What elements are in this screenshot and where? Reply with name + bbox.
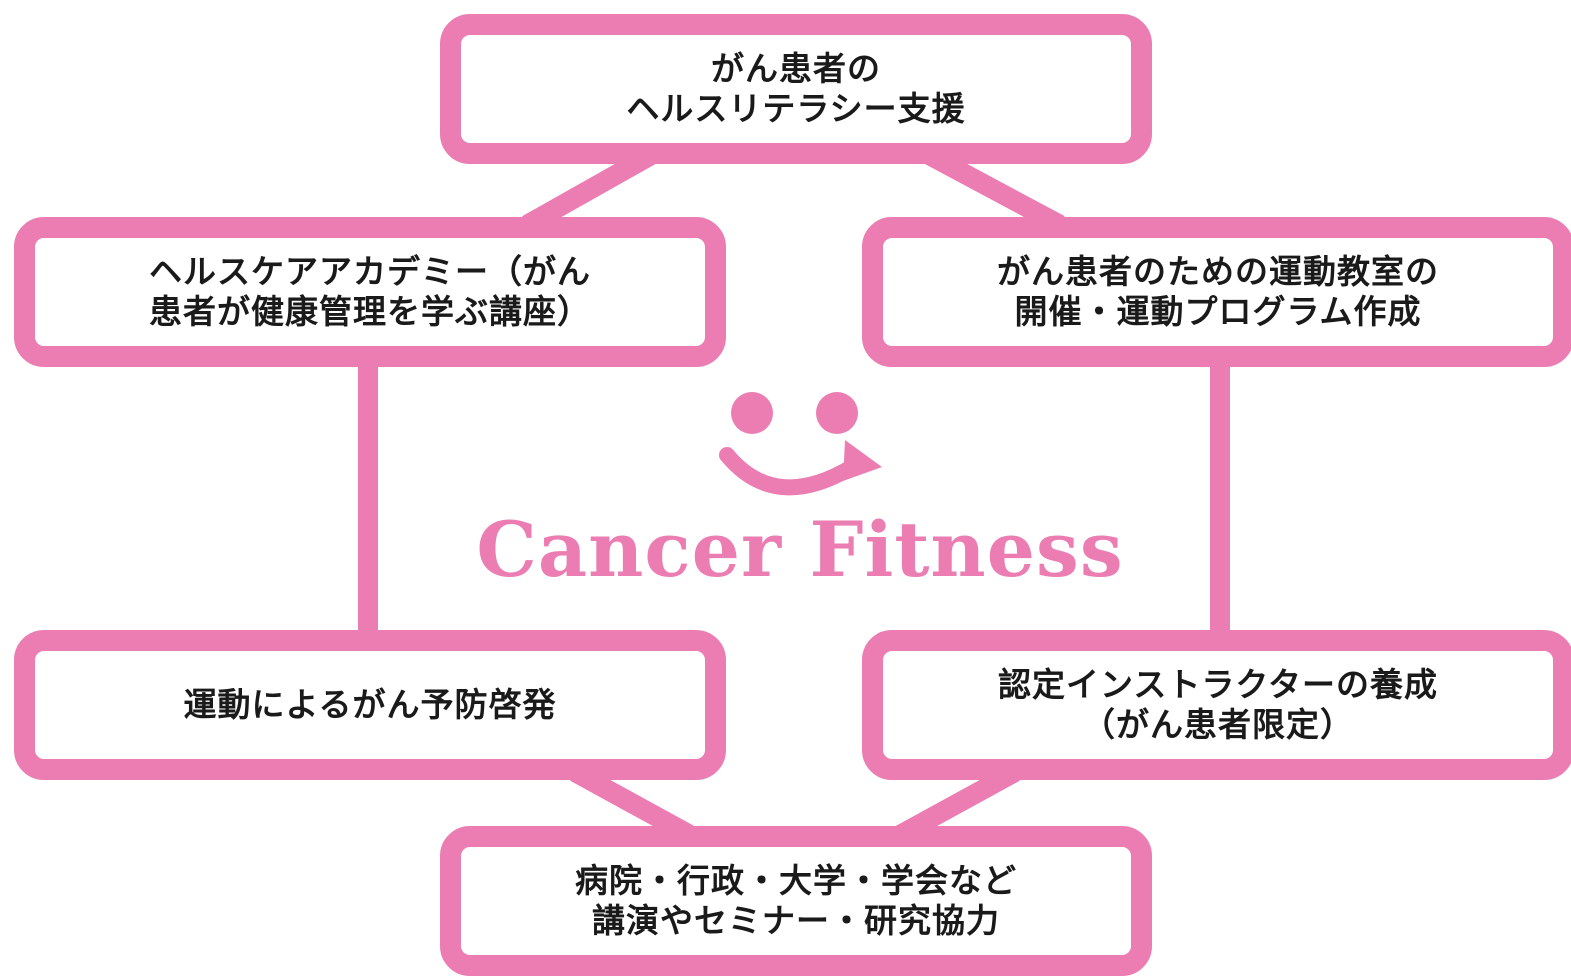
node-label-line: （がん患者限定） xyxy=(1082,705,1354,744)
node-instructor-training: 認定インストラクターの養成 （がん患者限定） xyxy=(862,630,1571,780)
node-health-literacy-support: がん患者の ヘルスリテラシー支援 xyxy=(440,14,1152,164)
node-label-line: がん患者のための運動教室の xyxy=(997,251,1439,291)
node-healthcare-academy: ヘルスケアアカデミー（がん 患者が健康管理を学ぶ講座） xyxy=(14,217,726,367)
node-label: ヘルスケアアカデミー（がん 患者が健康管理を学ぶ講座） xyxy=(149,252,591,333)
node-label: がん患者のための運動教室の 開催・運動プログラム作成 xyxy=(997,252,1439,333)
node-label-line: ヘルスリテラシー支援 xyxy=(626,89,966,128)
node-label: 認定インストラクターの養成 （がん患者限定） xyxy=(998,665,1438,746)
node-label-line: ヘルスケアアカデミー（がん xyxy=(149,251,591,291)
node-cancer-prevention: 運動によるがん予防啓発 xyxy=(14,630,726,780)
node-label-line: 運動によるがん予防啓発 xyxy=(183,684,557,724)
node-label: 運動によるがん予防啓発 xyxy=(183,685,556,725)
smile-arrowhead xyxy=(843,440,882,481)
node-label: がん患者の ヘルスリテラシー支援 xyxy=(626,49,965,130)
connector-br-bottom xyxy=(895,763,1020,844)
smile-right-eye xyxy=(816,392,858,434)
node-lectures-research: 病院・行政・大学・学会など 講演やセミナー・研究協力 xyxy=(440,826,1152,976)
node-label-line: 病院・行政・大学・学会など xyxy=(575,860,1017,900)
node-label-line: 認定インストラクターの養成 xyxy=(997,664,1439,704)
smile-mouth xyxy=(719,447,860,496)
smile-arrow-icon xyxy=(719,392,882,496)
node-label-line: がん患者の xyxy=(711,48,881,88)
node-label-line: 開催・運動プログラム作成 xyxy=(1014,292,1422,331)
smile-left-eye xyxy=(731,392,773,434)
node-exercise-class: がん患者のための運動教室の 開催・運動プログラム作成 xyxy=(862,217,1571,367)
logo-wordmark: Cancer Fitness xyxy=(476,505,1124,594)
node-label: 病院・行政・大学・学会など 講演やセミナー・研究協力 xyxy=(575,861,1017,942)
node-label-line: 患者が健康管理を学ぶ講座） xyxy=(149,292,591,331)
node-label-line: 講演やセミナー・研究協力 xyxy=(592,901,1000,940)
connector-bl-bottom xyxy=(570,763,695,844)
